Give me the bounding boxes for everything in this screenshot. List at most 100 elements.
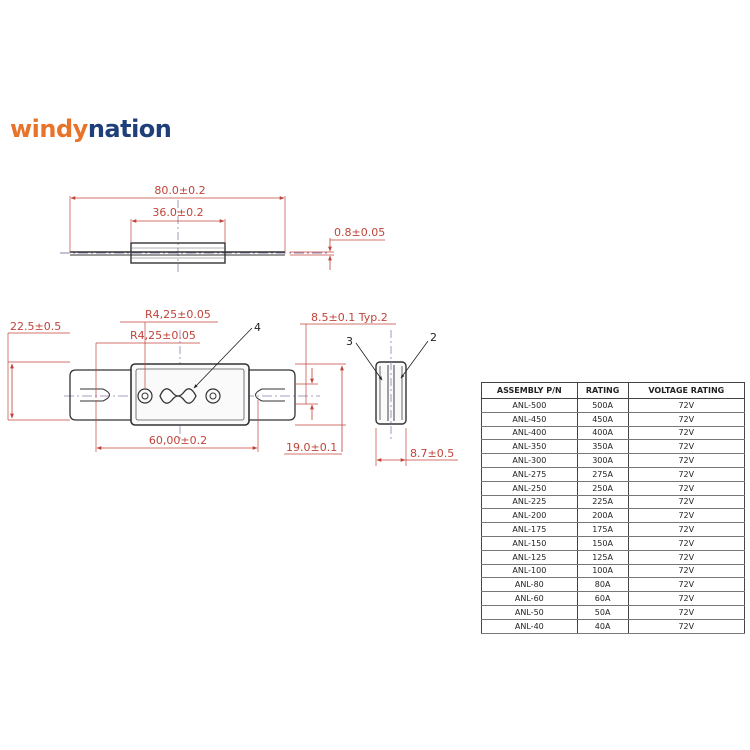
cell-voltage: 72V xyxy=(627,508,746,524)
top-view: 80.0±0.2 36.0±0.2 0.8±0.05 xyxy=(60,184,385,272)
cell-voltage: 72V xyxy=(627,412,746,427)
cell-voltage: 72V xyxy=(627,591,746,606)
cell-part-number: ANL-60 xyxy=(481,591,578,606)
cell-part-number: ANL-150 xyxy=(481,536,578,551)
right-bolt-hole xyxy=(205,388,221,404)
fuse-element xyxy=(159,388,197,404)
cell-rating: 50A xyxy=(576,605,629,620)
body-width-label: 19.0±0.1 xyxy=(286,441,337,454)
cell-rating: 225A xyxy=(576,495,629,510)
cell-voltage: 72V xyxy=(627,522,746,537)
front-view: 22.5±0.5 R4,25±0.05 R4,25±0.05 60,00±0.2… xyxy=(7,308,396,455)
cell-rating: 400A xyxy=(576,426,629,441)
cell-rating: 300A xyxy=(576,453,629,468)
mount-spacing-label: 60,00±0.2 xyxy=(149,434,207,447)
cell-voltage: 72V xyxy=(627,536,746,551)
top-view-fuse-body xyxy=(130,242,226,264)
cell-rating: 275A xyxy=(576,467,629,482)
cell-voltage: 72V xyxy=(627,577,746,593)
cell-rating: 450A xyxy=(576,412,629,427)
cell-part-number: ANL-400 xyxy=(481,426,578,441)
slot-width-label: 8.5±0.1 Typ.2 xyxy=(311,311,388,324)
cell-part-number: ANL-40 xyxy=(481,619,578,634)
radius-a-label: R4,25±0.05 xyxy=(145,308,211,321)
cell-part-number: ANL-300 xyxy=(481,453,578,468)
cell-part-number: ANL-500 xyxy=(481,398,578,413)
cell-voltage: 72V xyxy=(627,605,746,620)
cell-rating: 80A xyxy=(576,577,629,593)
cell-rating: 200A xyxy=(576,508,629,524)
cell-voltage: 72V xyxy=(627,467,746,482)
cell-part-number: ANL-50 xyxy=(481,605,578,620)
cell-voltage: 72V xyxy=(627,550,746,565)
cell-voltage: 72V xyxy=(627,398,746,413)
cell-part-number: ANL-200 xyxy=(481,508,578,524)
header-voltage-rating: VOLTAGE RATING xyxy=(627,382,746,399)
radius-b-label: R4,25±0.05 xyxy=(130,329,196,342)
logo-part-nation: nation xyxy=(87,115,172,143)
header-rating: RATING xyxy=(576,382,629,399)
cell-voltage: 72V xyxy=(627,619,746,634)
cell-part-number: ANL-80 xyxy=(481,577,578,593)
body-length-label: 36.0±0.2 xyxy=(152,206,203,219)
table-header-row: ASSEMBLY P/N RATING VOLTAGE RATING xyxy=(481,382,746,399)
cell-part-number: ANL-250 xyxy=(481,481,578,496)
cell-part-number: ANL-175 xyxy=(481,522,578,537)
thickness-label: 0.8±0.05 xyxy=(334,226,385,239)
header-assembly-pn: ASSEMBLY P/N xyxy=(481,382,578,399)
fuse-rating-table: ASSEMBLY P/N RATING VOLTAGE RATING ANL-5… xyxy=(481,382,746,634)
cell-voltage: 72V xyxy=(627,439,746,455)
overall-length-label: 80.0±0.2 xyxy=(154,184,205,197)
windynation-logo: windynation xyxy=(10,114,172,144)
cell-rating: 100A xyxy=(576,564,629,579)
callout-4: 4 xyxy=(254,321,261,334)
cell-voltage: 72V xyxy=(627,453,746,468)
cell-rating: 40A xyxy=(576,619,629,634)
cell-rating: 150A xyxy=(576,536,629,551)
cell-voltage: 72V xyxy=(627,564,746,579)
left-bolt-hole xyxy=(137,388,153,404)
cell-rating: 500A xyxy=(576,398,629,413)
cell-rating: 60A xyxy=(576,591,629,606)
side-depth-label: 8.7±0.5 xyxy=(410,447,454,460)
cell-rating: 175A xyxy=(576,522,629,537)
cell-rating: 250A xyxy=(576,481,629,496)
cell-part-number: ANL-450 xyxy=(481,412,578,427)
cell-part-number: ANL-350 xyxy=(481,439,578,455)
cell-part-number: ANL-100 xyxy=(481,564,578,579)
right-fork-terminal xyxy=(249,369,296,421)
tab-height-label: 22.5±0.5 xyxy=(10,320,61,333)
fuse-body xyxy=(130,363,250,426)
callout-2: 2 xyxy=(430,331,437,344)
logo-part-windy: windy xyxy=(10,115,88,143)
side-view: 8.7±0.5 2 3 xyxy=(346,330,458,466)
cell-rating: 350A xyxy=(576,439,629,455)
cell-rating: 125A xyxy=(576,550,629,565)
cell-part-number: ANL-125 xyxy=(481,550,578,565)
cell-part-number: ANL-225 xyxy=(481,495,578,510)
cell-part-number: ANL-275 xyxy=(481,467,578,482)
cell-voltage: 72V xyxy=(627,495,746,510)
cell-voltage: 72V xyxy=(627,481,746,496)
left-fork-terminal xyxy=(69,369,131,421)
cell-voltage: 72V xyxy=(627,426,746,441)
callout-3: 3 xyxy=(346,335,353,348)
